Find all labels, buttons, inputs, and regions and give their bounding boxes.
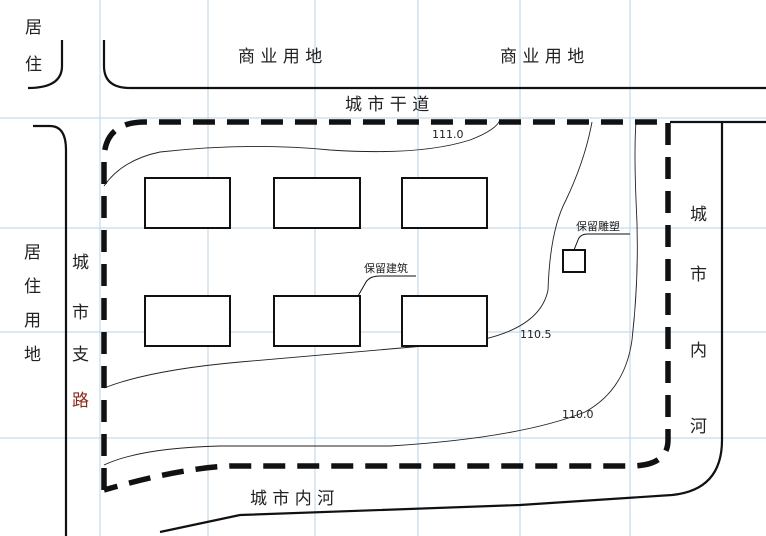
- residential-left-char: 住: [24, 277, 41, 297]
- preserved-sculpture-label: 保留雕塑: [576, 219, 620, 233]
- contour-110-0-label: 110.0: [562, 408, 594, 421]
- inner-river-bottom-label: 城 市 内 河: [250, 489, 334, 509]
- site-boundary: [101, 119, 671, 493]
- building: [273, 295, 361, 347]
- river-outer-edge: [159, 122, 724, 534]
- preserved-sculpture-leader: [573, 233, 630, 251]
- residential-top-corner: [27, 40, 64, 90]
- inner-river-right-char: 城: [690, 205, 707, 225]
- contour-110-5-line: [103, 121, 593, 389]
- main-road-label: 城 市 干 道: [345, 95, 429, 115]
- branch-road-west-edge: [33, 124, 68, 536]
- leaders: [357, 233, 630, 297]
- preserved-building-label: 保留建筑: [364, 261, 408, 275]
- branch-road-char: 市: [72, 303, 89, 323]
- building: [144, 177, 231, 229]
- residential-left-char: 地: [24, 345, 41, 365]
- building: [144, 295, 231, 347]
- contour-111-0-line: [103, 119, 501, 187]
- inner-river-right-char: 河: [690, 417, 707, 437]
- contour-110-0-line: [103, 121, 638, 466]
- preserved-building-leader: [357, 275, 416, 297]
- building: [273, 177, 361, 229]
- branch-road-char: 路: [72, 391, 89, 411]
- contour-110-5-label: 110.5: [520, 328, 552, 341]
- residential-top-char: 住: [25, 55, 42, 75]
- residential-left-char: 居: [24, 243, 41, 263]
- branch-road-char: 支: [72, 345, 89, 365]
- residential-top-char: 居: [25, 18, 42, 38]
- branch-road-char: 城: [72, 253, 89, 273]
- contour-111-0-label: 111.0: [432, 128, 464, 141]
- inner-river-right-char: 内: [690, 341, 707, 361]
- contours: [103, 119, 638, 466]
- main-road-north-edge: [102, 40, 766, 90]
- buildings: [144, 177, 586, 347]
- commercial-right-label: 商 业 用 地: [500, 47, 584, 67]
- building: [401, 177, 488, 229]
- building: [401, 295, 488, 347]
- inner-river-right-char: 市: [690, 265, 707, 285]
- sculpture-footprint: [562, 249, 586, 273]
- residential-left-char: 用: [24, 311, 41, 331]
- commercial-left-label: 商 业 用 地: [238, 47, 322, 67]
- road-edges: [27, 40, 766, 536]
